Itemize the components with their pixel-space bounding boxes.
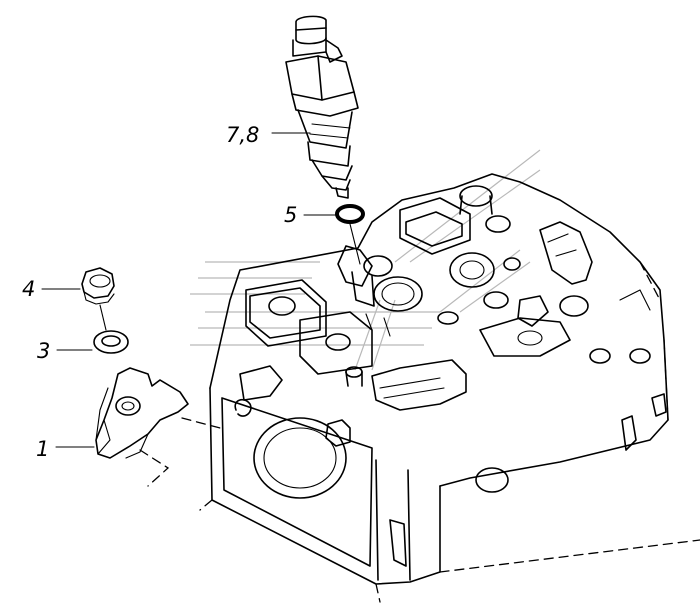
seal-ring-leader: 5 [284,203,337,227]
clamp-part [95,367,189,459]
callout-nut-label: 4 [22,277,35,301]
seal-ring-part [335,204,365,224]
callout-clamp-label: 1 [36,437,49,461]
washer-leader: 3 [37,339,93,363]
callout-seal-ring-label: 5 [284,203,297,227]
fastener-axis-line [99,304,107,331]
clamp-guide-dash [139,449,170,487]
clamp-leader: 1 [36,437,95,461]
cylinder-head [199,173,700,603]
watermark-logo [190,149,541,371]
clamp-guide-dash-2 [181,417,221,429]
injector-axis-line [349,223,361,265]
callout-injector-label: 7,8 [226,123,259,147]
callout-washer-label: 3 [37,339,50,363]
injector-part [285,15,359,199]
nut-part [81,267,115,305]
washer-part [93,330,129,354]
nut-leader: 4 [22,277,81,301]
injector-leader: 7,8 [226,123,311,147]
